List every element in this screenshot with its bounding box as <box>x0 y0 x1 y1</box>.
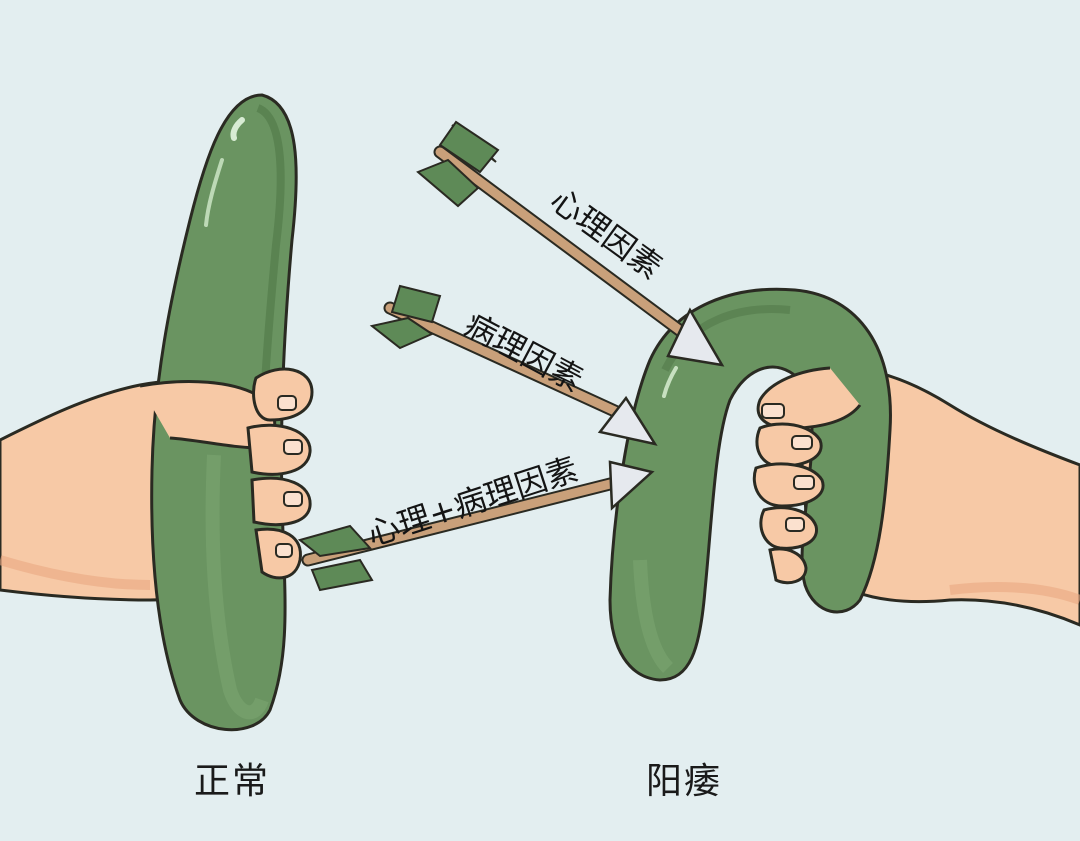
left-hand-fingers <box>139 367 314 580</box>
arrowhead-icon <box>597 395 658 446</box>
bent-cucumber <box>608 287 892 682</box>
arrowhead-icon <box>608 460 655 511</box>
arrow-3: 心理+病理因素 <box>297 450 655 592</box>
fletching-icon <box>297 524 374 592</box>
right-hand-fingers <box>752 366 862 585</box>
arrowhead-icon <box>666 307 725 367</box>
arrow-2: 病理因素 <box>369 284 658 446</box>
caption-normal: 正常 <box>194 761 271 802</box>
fletching-icon <box>369 284 442 350</box>
fletching-icon <box>416 120 500 208</box>
caption-impotence: 阳痿 <box>646 761 723 802</box>
